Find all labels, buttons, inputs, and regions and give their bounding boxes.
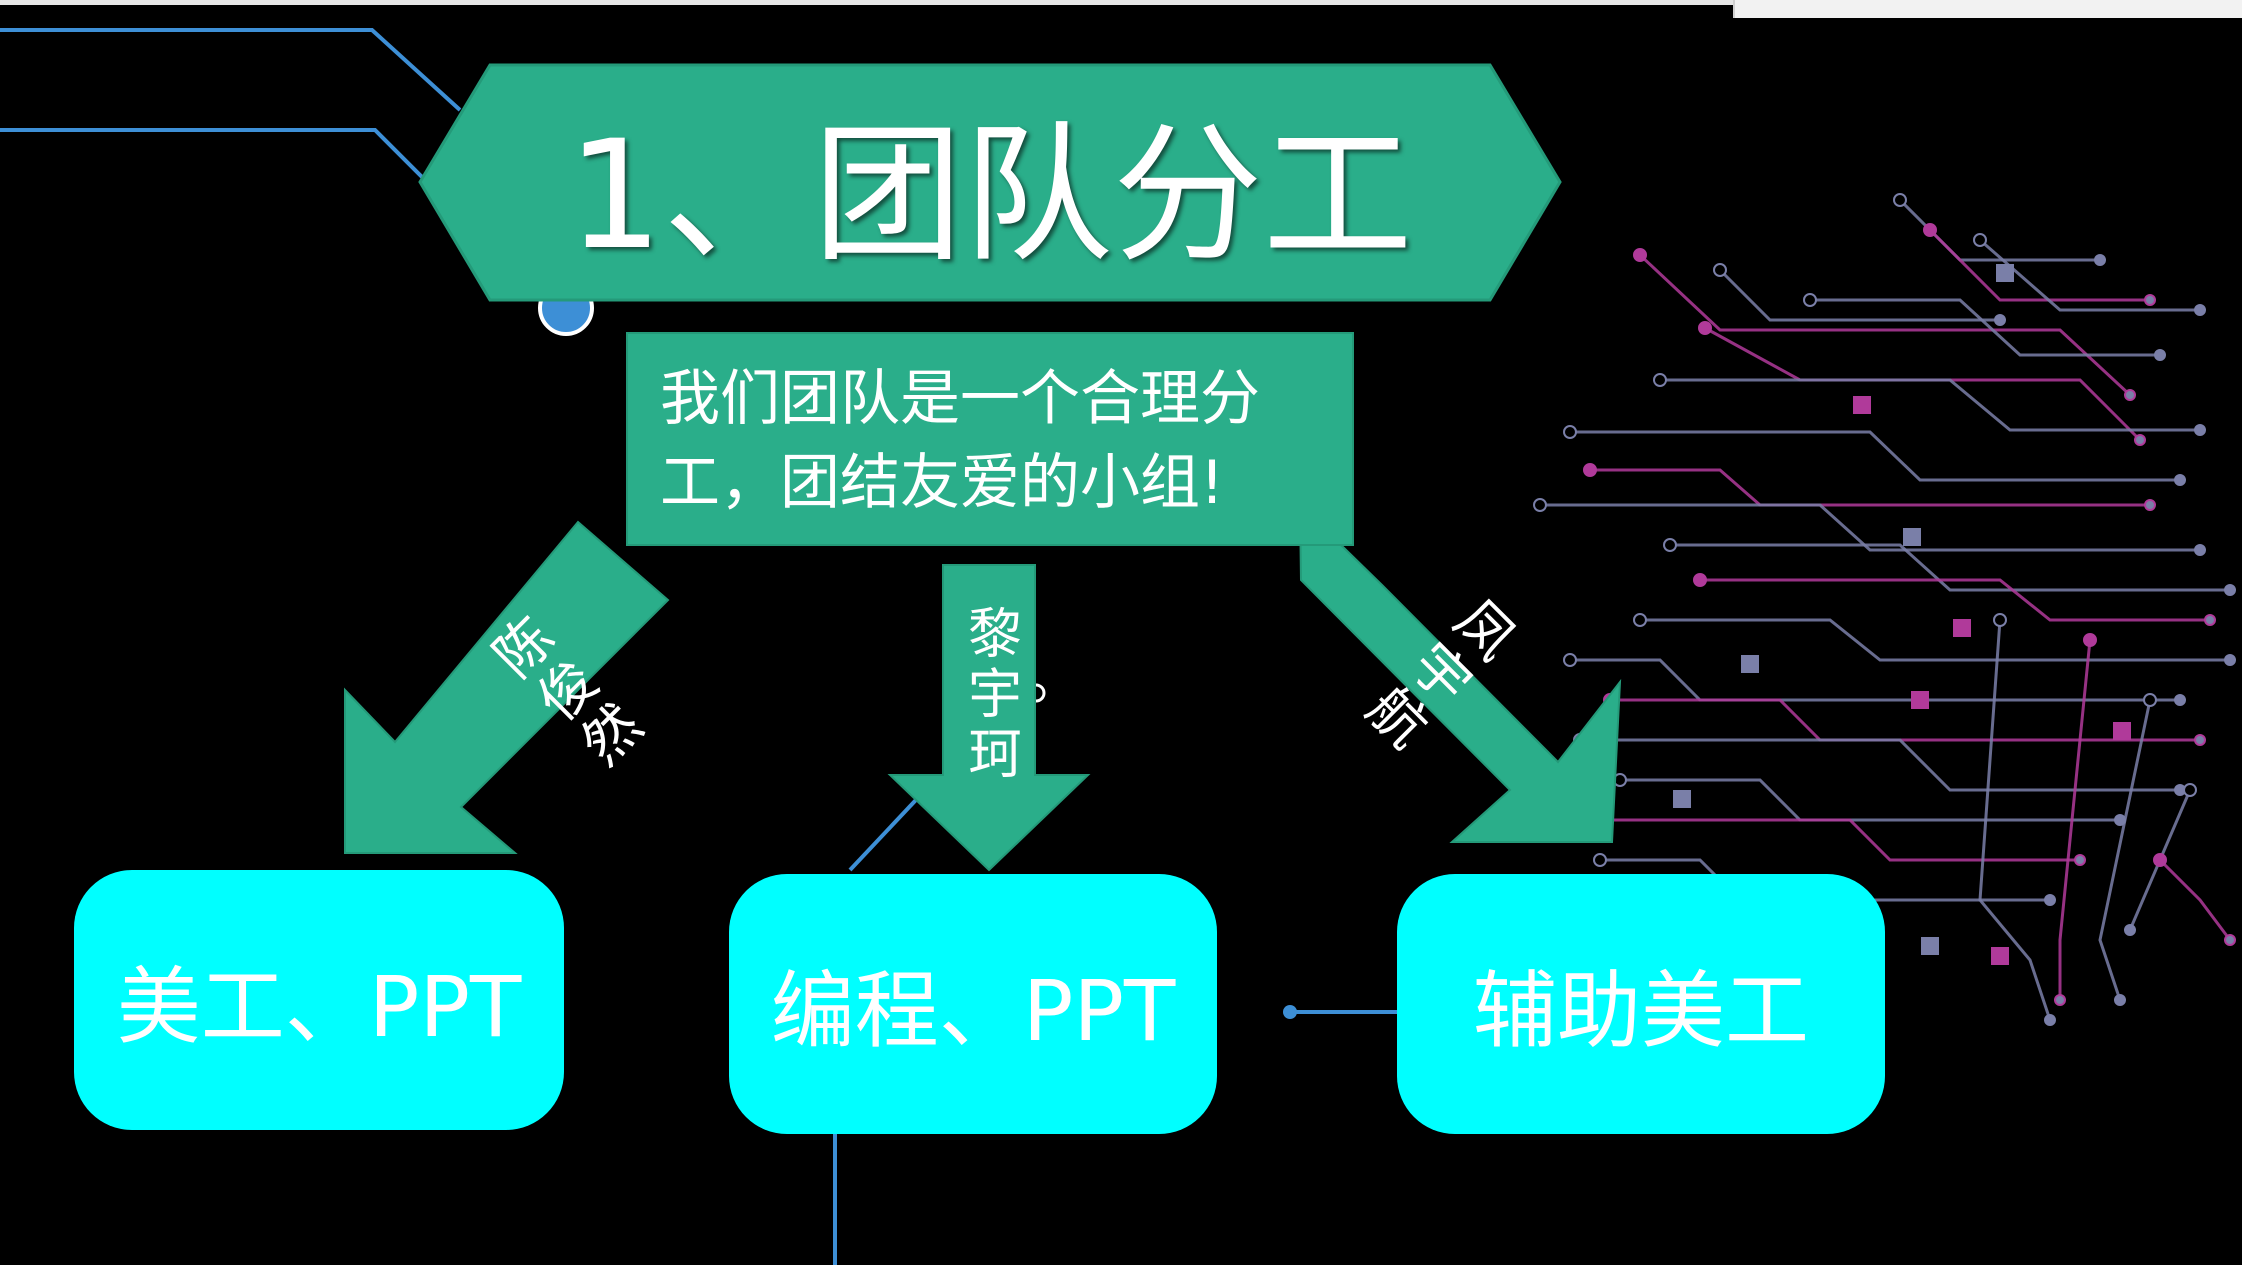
- circuit-trace: [1610, 698, 2200, 742]
- circuit-node: [2094, 254, 2106, 266]
- circuit-trace: [1620, 778, 2120, 822]
- circuit-chip: [2113, 722, 2131, 740]
- circuit-trace: [1978, 619, 2052, 1021]
- circuit-node: [2194, 304, 2206, 316]
- connector-line-top: [0, 28, 462, 112]
- role-label-2: 编程、PPT: [770, 961, 1176, 1060]
- circuit-node: [2083, 633, 2097, 647]
- subtitle-box: [626, 332, 1354, 546]
- circuit-node: [1693, 573, 1707, 587]
- arrow-right-down: [1298, 502, 1622, 843]
- circuit-node: [1563, 425, 1577, 439]
- circuit-node: [1583, 463, 1597, 477]
- circuit-node: [1633, 248, 1647, 262]
- corner-toolbar-panel: [1733, 0, 2242, 18]
- circuit-node: [2144, 499, 2156, 511]
- circuit-trace: [1928, 228, 2150, 302]
- circuit-trace: [1670, 543, 2230, 592]
- circuit-board-decoration: [1533, 193, 2236, 1026]
- role-label-1: 美工、PPT: [116, 957, 522, 1056]
- circuit-chip: [1991, 947, 2009, 965]
- circuit-node: [2194, 734, 2206, 746]
- circuit-node: [1533, 498, 1547, 512]
- circuit-trace: [1590, 468, 2150, 507]
- circuit-node: [2144, 294, 2156, 306]
- circuit-node: [2114, 994, 2126, 1006]
- subtitle-text: 我们团队是一个合理分工，团结友爱的小组!: [660, 364, 1260, 518]
- circuit-node: [2134, 434, 2146, 446]
- circuit-node: [2124, 389, 2136, 401]
- circuit-trace: [1640, 618, 2230, 662]
- circuit-trace: [2158, 858, 2232, 941]
- circuit-node: [1713, 263, 1727, 277]
- circuit-node: [2194, 424, 2206, 436]
- circuit-node: [2183, 783, 2197, 797]
- circuit-trace: [1570, 430, 2180, 482]
- circuit-node: [2224, 654, 2236, 666]
- role-box-1: 美工、PPT: [74, 870, 564, 1130]
- role-box-2: 编程、PPT: [729, 874, 1217, 1134]
- circuit-trace: [1580, 818, 2080, 862]
- circuit-trace: [1810, 298, 2160, 357]
- circuit-trace: [1580, 738, 2180, 792]
- circuit-trace: [1718, 268, 2000, 322]
- arrow-left-down: [344, 520, 670, 854]
- circuit-node: [2174, 694, 2186, 706]
- circuit-node: [2224, 934, 2236, 946]
- circuit-chip: [1996, 264, 2014, 282]
- circuit-chip: [1673, 790, 1691, 808]
- connector-node-dot: [1283, 1005, 1297, 1019]
- circuit-chip: [1921, 937, 1939, 955]
- arrow-down: [887, 564, 1091, 872]
- circuit-node: [2143, 693, 2157, 707]
- circuit-node: [2224, 584, 2236, 596]
- circuit-node: [1923, 223, 1937, 237]
- circuit-node: [1994, 314, 2006, 326]
- title-banner-hexagon: [418, 63, 1562, 302]
- circuit-trace: [1638, 253, 2132, 397]
- circuit-node: [2153, 853, 2167, 867]
- window-top-edge: [0, 0, 2242, 5]
- circuit-trace: [1660, 378, 2200, 432]
- circuit-trace: [2058, 639, 2092, 1000]
- connector-line-second: [0, 128, 447, 202]
- circuit-trace: [1540, 503, 2200, 552]
- circuit-node: [1803, 293, 1817, 307]
- circuit-node: [2044, 1014, 2056, 1026]
- circuit-trace: [1570, 658, 2180, 702]
- role-label-3: 辅助美工: [1472, 961, 1809, 1060]
- circuit-node: [1563, 653, 1577, 667]
- circuit-chip: [1853, 396, 1871, 414]
- circuit-node: [1893, 193, 1907, 207]
- circuit-trace: [1700, 578, 2210, 622]
- circuit-node: [2074, 854, 2086, 866]
- circuit-node: [1993, 613, 2007, 627]
- circuit-node: [1663, 538, 1677, 552]
- circuit-chip: [1741, 655, 1759, 673]
- role-box-3: 辅助美工: [1397, 874, 1885, 1134]
- circuit-node: [2124, 924, 2136, 936]
- circuit-node: [2174, 474, 2186, 486]
- circuit-node: [2044, 894, 2056, 906]
- circuit-node: [2204, 614, 2216, 626]
- circuit-node: [2154, 349, 2166, 361]
- circuit-node: [1593, 853, 1607, 867]
- circuit-node: [1633, 613, 1647, 627]
- circuit-node: [2194, 544, 2206, 556]
- circuit-chip: [1903, 528, 1921, 546]
- circuit-chip: [1953, 619, 1971, 637]
- circuit-node: [1698, 321, 1712, 335]
- member-name-2: 黎宇珂: [958, 605, 1022, 785]
- circuit-trace: [2098, 699, 2152, 1001]
- circuit-trace: [1979, 238, 2200, 312]
- circuit-chip: [1911, 691, 1929, 709]
- slide-title: 1、团队分工: [567, 109, 1413, 283]
- circuit-node: [1973, 233, 1987, 247]
- circuit-node: [1653, 373, 1667, 387]
- circuit-node: [2054, 994, 2066, 1006]
